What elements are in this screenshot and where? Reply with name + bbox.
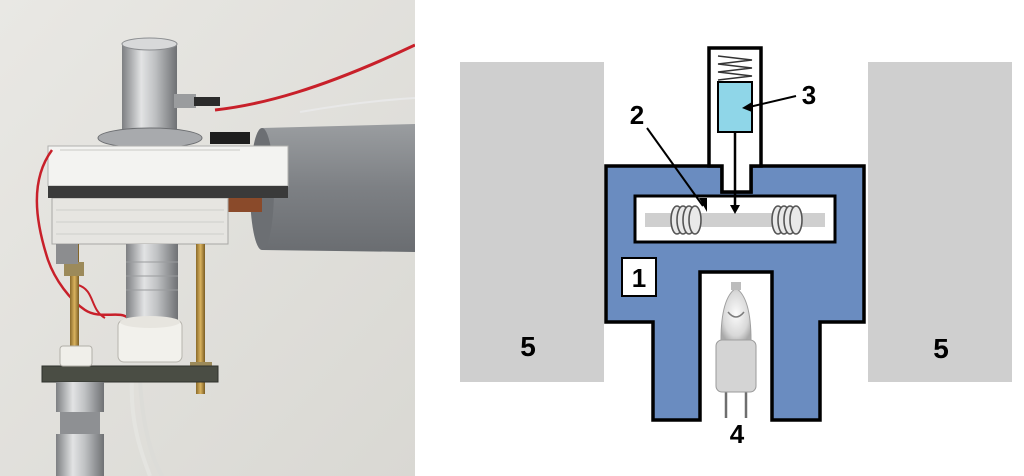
foam-insulation: [255, 124, 415, 252]
lower-cylinder: [126, 244, 178, 328]
cable-connector: [174, 94, 196, 108]
label-4: 4: [730, 419, 745, 449]
upper-block: [47, 145, 289, 187]
wire-clip: [210, 132, 250, 144]
label-box-1: [621, 257, 657, 297]
apparatus-photo-drawing: [0, 0, 415, 476]
spring: [717, 55, 753, 81]
lower-block: [51, 197, 229, 245]
brass-rod-right: [196, 244, 205, 394]
label-3: 3: [802, 80, 816, 110]
coil-left: [670, 205, 702, 235]
red-wire-loop: [35, 149, 129, 320]
arrow-3: [744, 95, 797, 109]
sensor-cylinder: [122, 42, 177, 134]
white-wire: [299, 97, 415, 113]
gray-block-right: [868, 62, 1012, 382]
coax-connector: [56, 382, 104, 412]
coil-right: [771, 205, 803, 235]
label-5-right: 5: [933, 333, 949, 364]
label-2: 2: [630, 100, 644, 130]
label-1: 1: [632, 263, 646, 293]
bottom-plate: [41, 365, 219, 383]
sensor-flange: [97, 127, 203, 149]
gray-block-left: [460, 62, 604, 382]
red-cable: [214, 43, 415, 112]
halogen-bulb: [715, 282, 757, 418]
apparatus-photo: [0, 0, 415, 476]
arrow-2: [646, 127, 704, 207]
schematic-svg: 1 2 3 4 5 5: [460, 46, 1012, 449]
label-5-left: 5: [520, 331, 536, 362]
schematic-diagram: 1 2 3 4 5 5: [415, 0, 1024, 476]
brass-rod-left: [70, 244, 79, 382]
